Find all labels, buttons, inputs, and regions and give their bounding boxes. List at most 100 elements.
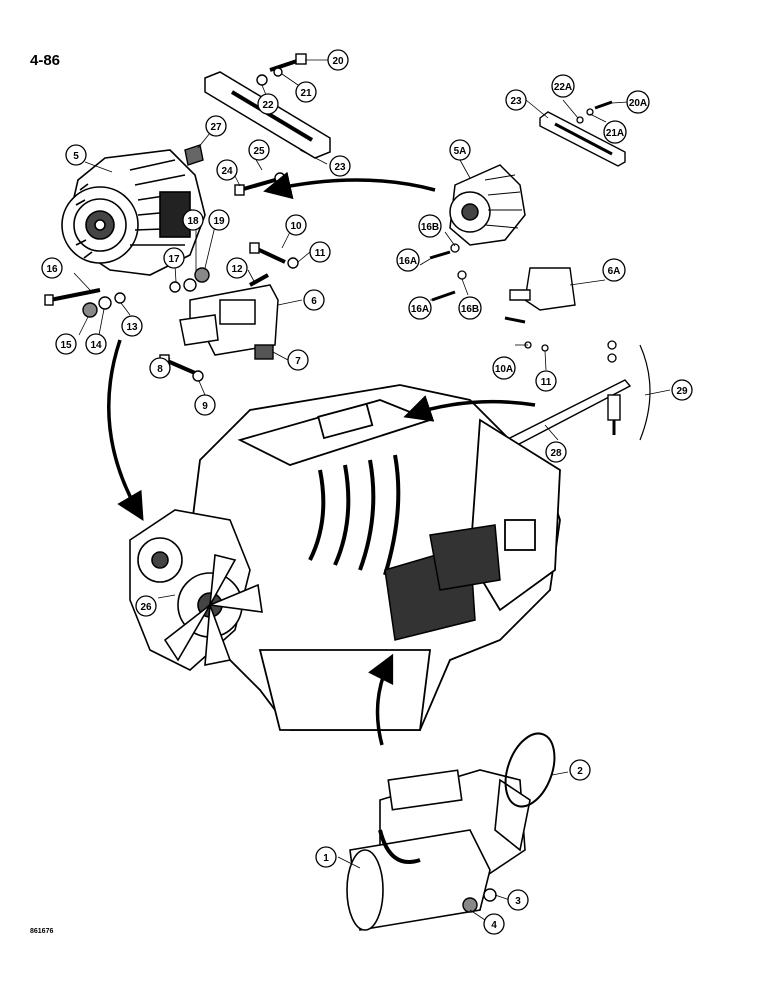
callout-4: 4 <box>483 913 505 935</box>
callout-label: 13 <box>126 322 138 333</box>
callout-label: 23 <box>510 96 522 107</box>
mounting-bracket-6-drawing <box>179 284 279 356</box>
installed-starter-drawing <box>384 524 501 641</box>
callout-21: 21 <box>295 81 317 103</box>
callout-29: 29 <box>671 379 693 401</box>
callout-label: 9 <box>202 401 208 412</box>
callout-label: 18 <box>187 216 199 227</box>
drawing-code: 861676 <box>30 928 54 935</box>
callout-label: 21A <box>606 128 624 139</box>
callout-label: 20A <box>629 98 647 109</box>
callout-27: 27 <box>205 115 227 137</box>
callout-label: 8 <box>157 364 163 375</box>
callout-label: 10A <box>495 364 513 375</box>
callout-12: 12 <box>226 257 248 279</box>
callout-label: 29 <box>676 386 688 397</box>
callout-label: 19 <box>213 216 225 227</box>
adjuster-strap-23b-drawing <box>539 111 626 167</box>
callout-15: 15 <box>55 333 77 355</box>
callout-17: 17 <box>163 247 185 269</box>
assembly-arrows <box>107 171 536 746</box>
callout-label: 16A <box>399 256 417 267</box>
callout-label: 25 <box>253 146 265 157</box>
hardware-starter-group <box>462 888 497 913</box>
o-ring-2-drawing <box>504 732 556 808</box>
callout-23b: 23 <box>505 89 527 111</box>
callout-9: 9 <box>194 394 216 416</box>
callout-24: 24 <box>216 159 238 181</box>
callout-5a: 5A <box>449 139 471 161</box>
starter-motor-1-drawing <box>346 769 531 931</box>
callout-label: 28 <box>550 448 562 459</box>
callout-6a: 6A <box>602 258 626 282</box>
callout-label: 17 <box>168 254 180 265</box>
callout-label: 10 <box>290 221 302 232</box>
callout-label: 20 <box>332 56 344 67</box>
mounting-bracket-6a-drawing <box>509 267 576 311</box>
callout-21a: 21A <box>603 120 627 144</box>
callouts: 20 21 22 27 5 25 24 23 10 11 18 19 17 16… <box>41 49 693 935</box>
callout-label: 7 <box>295 356 301 367</box>
callout-label: 1 <box>323 853 329 864</box>
callout-label: 14 <box>90 340 102 351</box>
callout-label: 5A <box>454 146 467 157</box>
callout-label: 26 <box>140 602 152 613</box>
callout-label: 11 <box>541 377 552 388</box>
callout-label: 6 <box>311 296 317 307</box>
callout-16b-1: 16B <box>418 214 442 238</box>
callout-label: 5 <box>73 151 79 162</box>
callout-label: 4 <box>491 920 497 931</box>
callout-label: 22 <box>262 100 274 111</box>
callout-8: 8 <box>149 357 171 379</box>
callout-22a: 22A <box>551 74 575 98</box>
callout-11b: 11 <box>535 370 557 392</box>
callout-label: 6A <box>608 266 621 277</box>
callout-label: 16B <box>421 222 439 233</box>
callout-16a-2: 16A <box>408 296 432 320</box>
callout-26: 26 <box>135 595 157 617</box>
callout-28: 28 <box>545 441 567 463</box>
callout-label: 2 <box>577 766 583 777</box>
callout-label: 23 <box>334 162 346 173</box>
sensor-29-drawing <box>607 394 621 435</box>
callout-19: 19 <box>208 209 230 231</box>
alternator-5a-drawing <box>449 164 526 246</box>
adjuster-strap-23-drawing <box>204 71 331 159</box>
callout-20a: 20A <box>626 90 650 114</box>
leader-lines <box>73 59 671 921</box>
callout-label: 15 <box>60 340 72 351</box>
callout-5: 5 <box>65 144 87 166</box>
callout-22: 22 <box>257 93 279 115</box>
callout-label: 3 <box>515 896 521 907</box>
callout-16: 16 <box>41 257 63 279</box>
callout-16b-2: 16B <box>458 296 482 320</box>
callout-label: 16 <box>46 264 58 275</box>
fan-pulley-26-drawing <box>129 509 263 671</box>
callout-13: 13 <box>121 315 143 337</box>
callout-label: 16B <box>461 304 479 315</box>
callout-label: 27 <box>210 122 222 133</box>
callout-14: 14 <box>85 333 107 355</box>
hardware-right-group <box>429 100 617 363</box>
callout-label: 16A <box>411 304 429 315</box>
callout-label: 21 <box>300 88 312 99</box>
callout-3: 3 <box>507 889 529 911</box>
page-number: 4-86 <box>30 52 61 69</box>
alternator-5-drawing <box>61 149 206 276</box>
callout-10: 10 <box>285 214 307 236</box>
callout-label: 11 <box>315 248 326 259</box>
callout-25: 25 <box>248 139 270 161</box>
callout-1: 1 <box>315 846 337 868</box>
callout-16a-1: 16A <box>396 248 420 272</box>
callout-2: 2 <box>569 759 591 781</box>
callout-23: 23 <box>329 155 351 177</box>
callout-6: 6 <box>303 289 325 311</box>
callout-label: 22A <box>554 82 572 93</box>
callout-label: 12 <box>231 264 243 275</box>
callout-20: 20 <box>327 49 349 71</box>
callout-10a: 10A <box>492 356 516 380</box>
callout-7: 7 <box>287 349 309 371</box>
callout-18: 18 <box>182 209 204 231</box>
callout-label: 24 <box>221 166 233 177</box>
